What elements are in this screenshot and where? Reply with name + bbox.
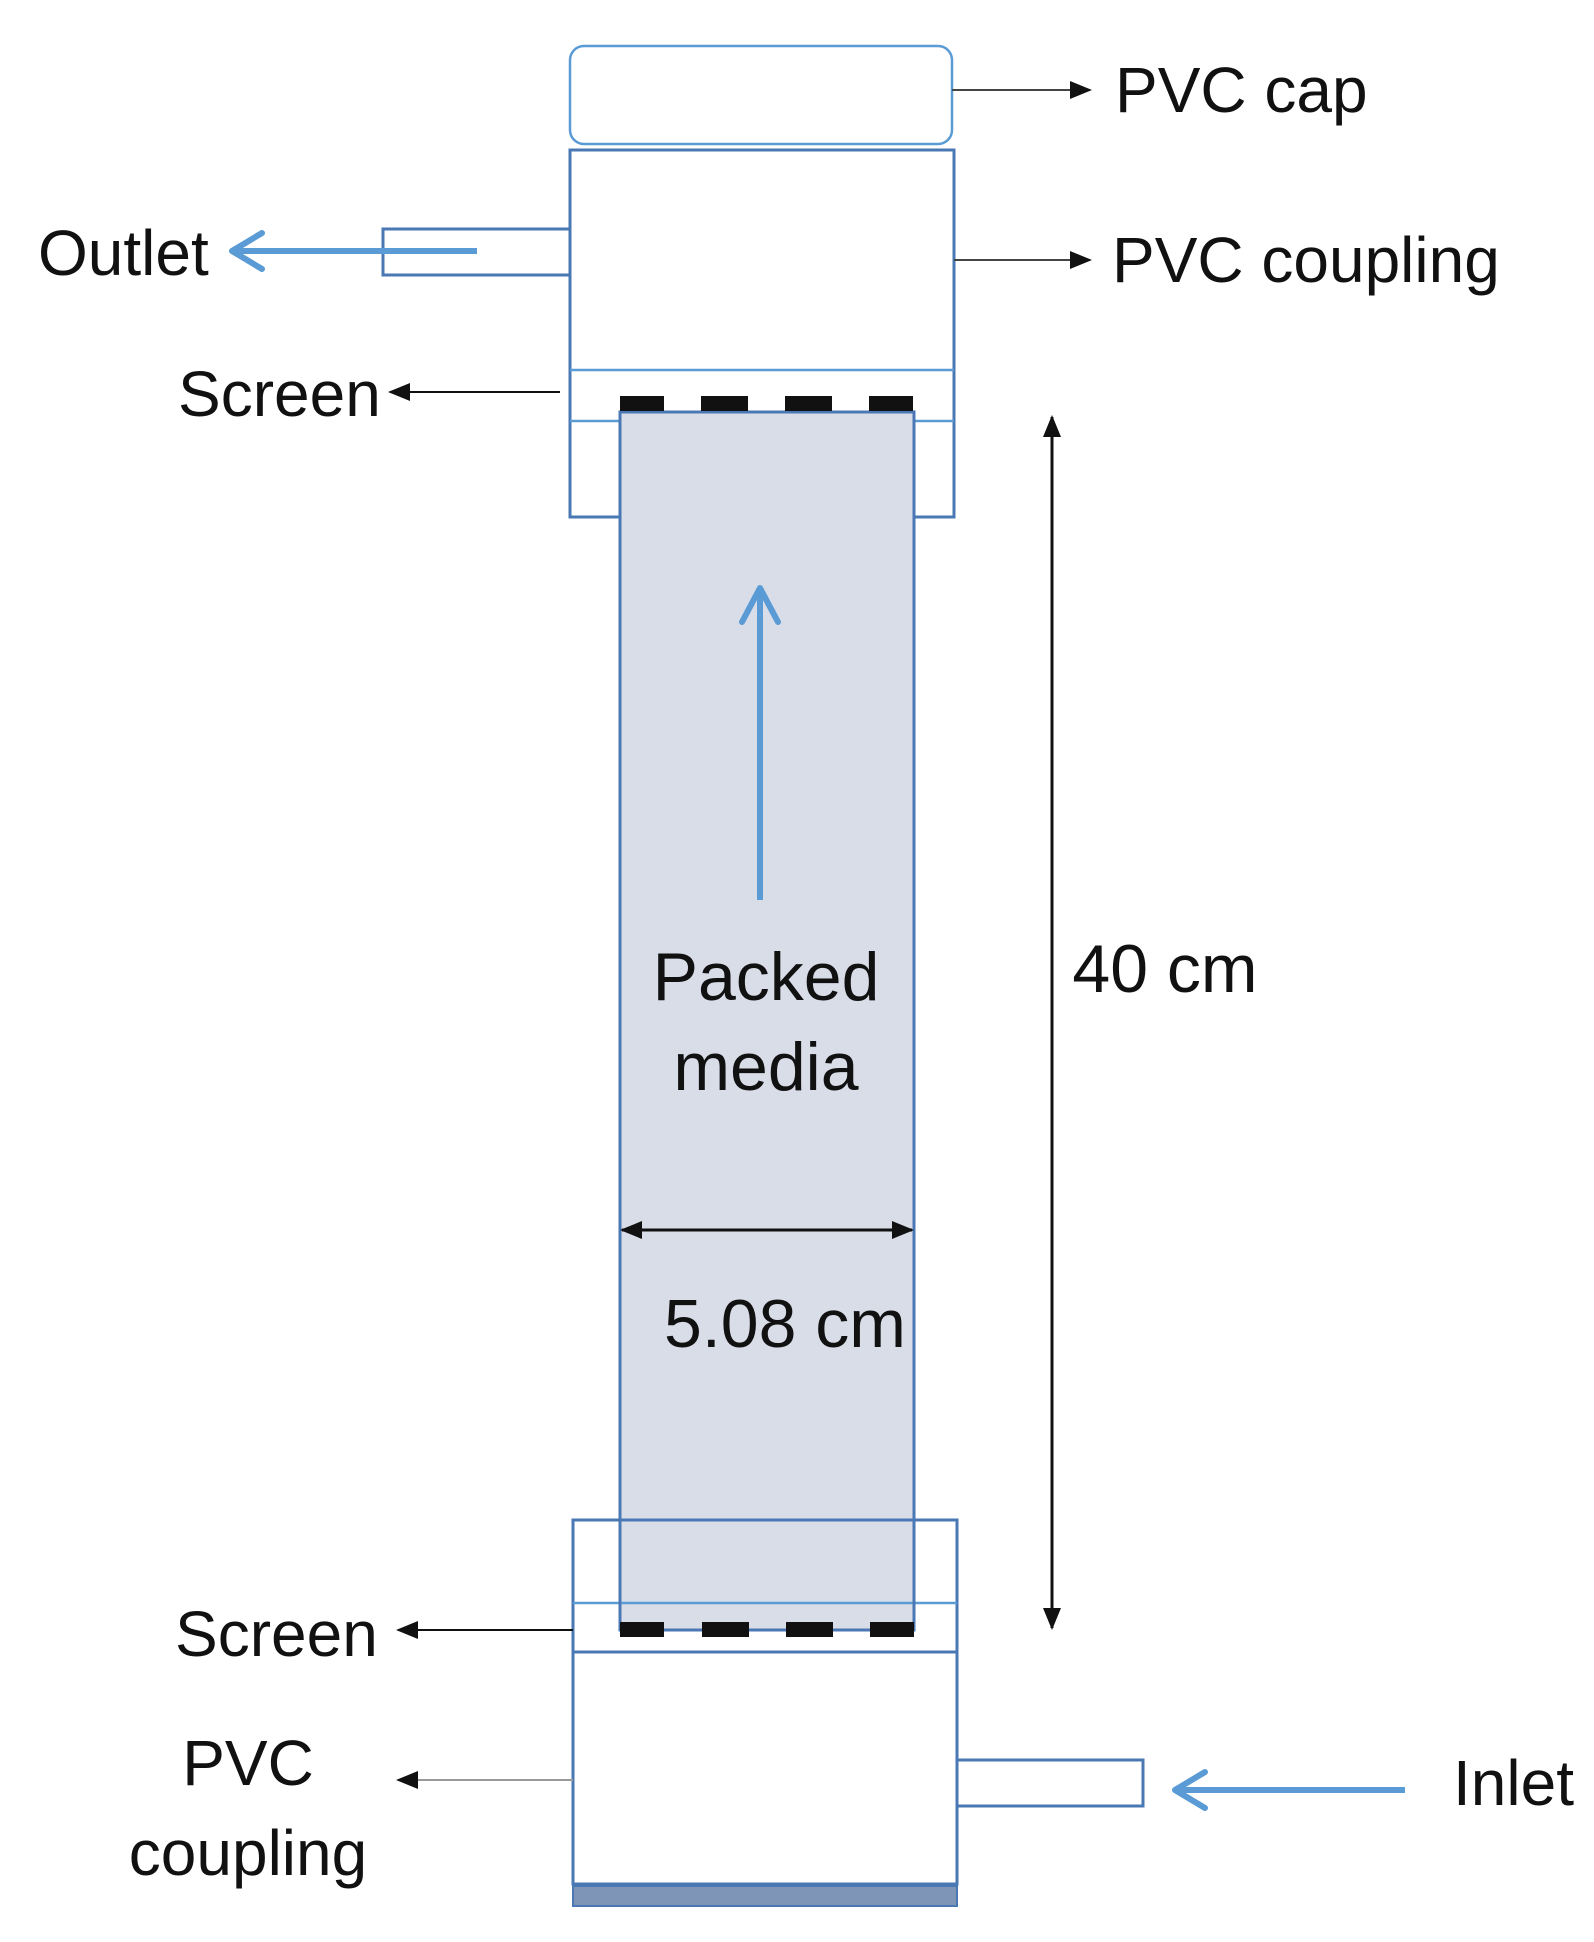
packed-media-label-line1: Packed: [653, 939, 880, 1015]
outlet-flow-arrowhead: [229, 230, 265, 272]
base-plate: [572, 1885, 958, 1907]
pvc-cap-label: PVC cap: [1115, 54, 1368, 126]
packed-media-label-line2: media: [673, 1029, 858, 1105]
screen-bottom-label: Screen: [175, 1598, 378, 1670]
outlet-label: Outlet: [38, 217, 209, 289]
inlet-pipe: [955, 1758, 1145, 1808]
inlet-label: Inlet: [1453, 1747, 1574, 1819]
bottom-screen-mark: [786, 1622, 833, 1637]
bottom-screen-mark: [620, 1622, 664, 1637]
height-dimension-label: 40 cm: [1072, 931, 1257, 1007]
bottom-screen-mark: [870, 1622, 914, 1637]
top-screen-mark: [701, 396, 748, 411]
diameter-dimension-label: 5.08 cm: [664, 1286, 906, 1362]
bottom-screen-mark: [702, 1622, 749, 1637]
top-screen-mark: [785, 396, 832, 411]
pvc-cap: [568, 44, 954, 146]
top-screen-mark: [620, 396, 664, 411]
packed-media-column: [618, 410, 916, 1632]
pvc-coupling-bottom-label-line1: PVC: [182, 1727, 314, 1799]
pvc-coupling-top-label: PVC coupling: [1112, 224, 1500, 296]
inlet-flow-arrowhead: [1172, 1769, 1208, 1811]
media-flow-arrowhead: [739, 585, 781, 625]
top-screen: [620, 396, 913, 411]
screen-top-label: Screen: [178, 358, 381, 430]
bottom-screen: [620, 1622, 914, 1637]
top-screen-mark: [869, 396, 913, 411]
pvc-coupling-bottom-label-line2: coupling: [129, 1817, 367, 1889]
pvc-coupling-bottom: [571, 1650, 959, 1886]
